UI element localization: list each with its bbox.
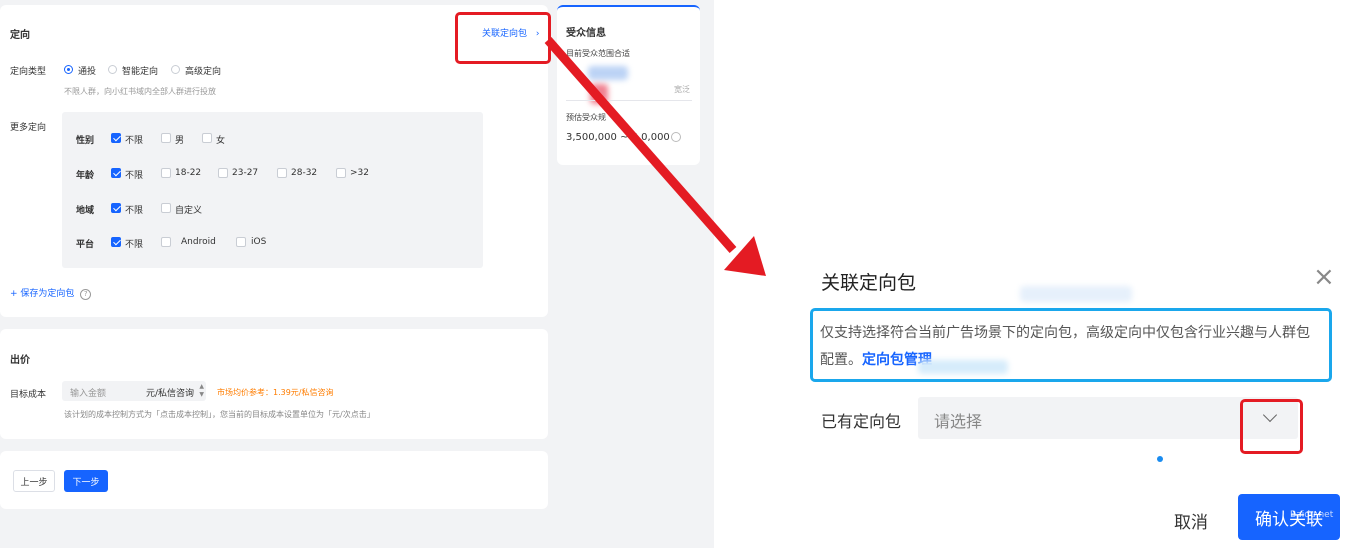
bid-title: 出价 — [10, 355, 30, 366]
age-23-27-checkbox[interactable] — [218, 168, 228, 178]
age-over-32-label: >32 — [350, 168, 369, 178]
related-link-highlight — [455, 12, 551, 64]
loading-dot — [1157, 456, 1163, 462]
region-unlimited-checkbox[interactable] — [111, 203, 121, 213]
blurred-smudge-2 — [918, 360, 1008, 374]
blurred-smudge — [1020, 286, 1132, 302]
targeting-type-hint: 不限人群，向小红书域内全部人群进行投放 — [64, 87, 216, 96]
stepper-icon[interactable]: ▲▼ — [199, 383, 204, 398]
radio-general[interactable] — [64, 65, 73, 74]
target-cost-placeholder: 输入金额 — [70, 389, 107, 399]
audience-scope-label: 目前受众范围合适 — [566, 49, 630, 58]
chevron-right-icon: › — [535, 29, 540, 39]
row-age-label: 年龄 — [76, 171, 95, 181]
existing-package-label: 已有定向包 — [821, 412, 902, 431]
target-cost-input[interactable]: 输入金额 元/私信咨询 ▲▼ — [62, 381, 206, 401]
audience-estimate-value: 3,500,000 ~ 4,0,000 — [566, 132, 670, 143]
age-unlimited-checkbox[interactable] — [111, 168, 121, 178]
bid-hint: 该计划的成本控制方式为「点击成本控制」，您当前的目标成本设置单位为「元/次点击」 — [64, 410, 375, 419]
age-28-32-label: 28-32 — [291, 168, 318, 178]
gender-female-checkbox[interactable] — [202, 133, 212, 143]
more-targeting-label: 更多定向 — [10, 123, 47, 133]
notice-highlight — [810, 308, 1332, 382]
gender-unlimited-checkbox[interactable] — [111, 133, 121, 143]
audience-side-text: 宽泛 — [674, 85, 690, 94]
age-23-27-label: 23-27 — [232, 168, 259, 178]
target-cost-label: 目标成本 — [10, 390, 47, 400]
dialog-notice-text: 仅支持选择符合当前广告场景下的定向包，高级定向中仅包含行业兴趣与人群包配置。 — [820, 325, 1310, 368]
audience-divider — [566, 100, 692, 101]
question-circle-icon: ? — [80, 289, 92, 300]
blurred-bar-blue — [588, 66, 628, 80]
platform-ios-label: iOS — [251, 237, 267, 247]
audience-title: 受众信息 — [566, 28, 606, 39]
platform-unlimited-label: 不限 — [125, 240, 144, 250]
age-18-22-checkbox[interactable] — [161, 168, 171, 178]
radio-smart-label: 智能定向 — [122, 67, 159, 77]
region-custom-label: 自定义 — [175, 206, 203, 216]
close-icon[interactable]: × — [1313, 262, 1335, 292]
next-step-button[interactable]: 下一步 — [64, 470, 108, 492]
save-as-package-link[interactable]: + 保存为定向包 ? — [10, 286, 92, 300]
radio-advanced[interactable] — [171, 65, 180, 74]
market-reference: 市场均价参考：1.39元/私信咨询 — [217, 388, 334, 397]
related-targeting-link-label: 关联定向包 — [482, 29, 528, 39]
manage-packages-link[interactable]: 定向包管理 — [862, 352, 932, 368]
cancel-button[interactable]: 取消 — [1174, 513, 1208, 533]
row-gender-label: 性别 — [76, 136, 95, 146]
watermark-text: Baidu.net — [1290, 510, 1334, 520]
radio-advanced-label: 高级定向 — [185, 67, 222, 77]
related-targeting-link[interactable]: 关联定向包 › — [482, 26, 540, 39]
confirm-associate-button[interactable]: 确认关联 — [1238, 494, 1340, 540]
platform-android-label: Android — [181, 237, 216, 247]
prev-step-button[interactable]: 上一步 — [13, 470, 55, 492]
region-unlimited-label: 不限 — [125, 206, 144, 216]
targeting-title: 定向 — [10, 30, 30, 41]
more-targeting-panel — [62, 112, 483, 268]
radio-smart[interactable] — [108, 65, 117, 74]
package-select-placeholder: 请选择 — [934, 412, 983, 431]
dialog-notice: 仅支持选择符合当前广告场景下的定向包，高级定向中仅包含行业兴趣与人群包配置。定向… — [820, 320, 1320, 374]
age-unlimited-label: 不限 — [125, 171, 144, 181]
save-as-package-label: + 保存为定向包 — [10, 289, 75, 299]
age-over-32-checkbox[interactable] — [336, 168, 346, 178]
age-28-32-checkbox[interactable] — [277, 168, 287, 178]
row-platform-label: 平台 — [76, 240, 95, 250]
info-circle-icon — [671, 132, 681, 142]
radio-general-label: 通投 — [78, 67, 97, 77]
platform-ios-checkbox[interactable] — [236, 237, 246, 247]
audience-estimate-label: 预估受众规 — [566, 113, 606, 122]
gender-male-checkbox[interactable] — [161, 133, 171, 143]
package-select[interactable]: 请选择 — [918, 397, 1298, 439]
row-region-label: 地域 — [76, 206, 95, 216]
dialog-title: 关联定向包 — [821, 272, 917, 294]
blurred-bar-red — [590, 84, 608, 104]
platform-unlimited-checkbox[interactable] — [111, 237, 121, 247]
confirm-associate-label: 确认关联 — [1255, 509, 1323, 530]
platform-android-checkbox[interactable] — [161, 237, 171, 247]
target-cost-unit: 元/私信咨询 — [146, 389, 195, 399]
gender-male-label: 男 — [175, 136, 185, 146]
region-custom-checkbox[interactable] — [161, 203, 171, 213]
dropdown-highlight — [1240, 399, 1303, 454]
gender-female-label: 女 — [216, 136, 226, 146]
targeting-type-label: 定向类型 — [10, 67, 47, 77]
gender-unlimited-label: 不限 — [125, 136, 144, 146]
age-18-22-label: 18-22 — [175, 168, 202, 178]
